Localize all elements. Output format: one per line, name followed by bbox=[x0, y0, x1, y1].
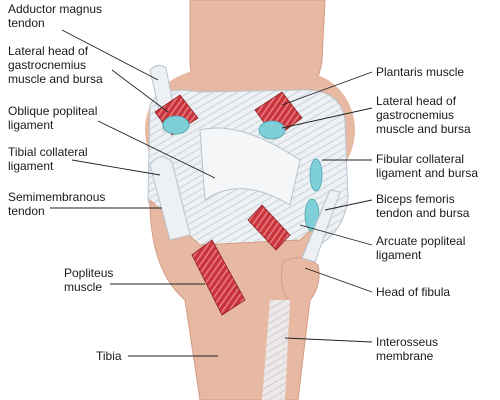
label-tibial-collateral-ligament: Tibial collateral ligament bbox=[8, 145, 88, 173]
label-interosseus-membrane: Interosseus membrane bbox=[376, 335, 439, 363]
plantaris-muscle-shape bbox=[247, 204, 291, 251]
bursa-fibular bbox=[309, 158, 323, 192]
bursa-lateral bbox=[258, 120, 286, 140]
biceps-tendon-shape bbox=[301, 189, 341, 263]
label-tibia: Tibia bbox=[96, 349, 122, 363]
label-biceps-femoris-tendon: Biceps femoris tendon and bursa bbox=[376, 192, 470, 220]
interosseus-membrane-shape bbox=[262, 300, 290, 400]
label-head-of-fibula: Head of fibula bbox=[376, 285, 451, 299]
semimembranous-tendon-shape bbox=[149, 156, 191, 241]
label-semimembranous-tendon: Semimembranous tendon bbox=[8, 190, 106, 218]
label-adductor-magnus-tendon: Adductor magnus tendon bbox=[8, 2, 103, 30]
label-lateral-head-gastrocnemius-left: Lateral head of gastrocnemius muscle and… bbox=[8, 44, 103, 86]
label-oblique-popliteal-ligament: Oblique popliteal ligament bbox=[8, 104, 98, 132]
popliteus-muscle-shape bbox=[191, 239, 246, 316]
label-arcuate-popliteal-ligament: Arcuate popliteal ligament bbox=[376, 234, 466, 262]
label-popliteus-muscle: Popliteus muscle bbox=[64, 266, 114, 294]
bursa-medial bbox=[162, 115, 190, 135]
bursa-biceps bbox=[304, 198, 320, 232]
label-lateral-head-gastrocnemius-right: Lateral head of gastrocnemius muscle and… bbox=[376, 94, 471, 136]
label-fibular-collateral-ligament: Fibular collateral ligament and bursa bbox=[376, 152, 479, 180]
label-plantaris-muscle: Plantaris muscle bbox=[376, 65, 465, 79]
leader-lines bbox=[50, 29, 373, 357]
oblique-ligament-shape bbox=[199, 127, 301, 206]
